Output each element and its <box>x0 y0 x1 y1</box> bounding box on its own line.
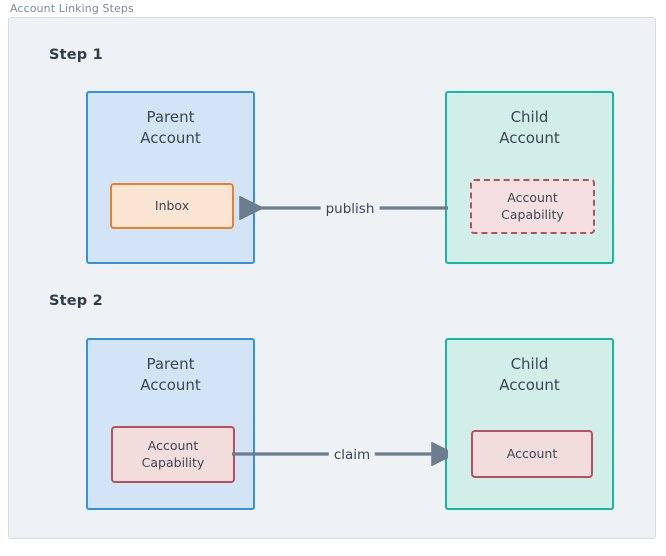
step-2-parent-account-title: Parent Account <box>140 355 201 395</box>
step-2-child-account-title: Child Account <box>499 355 560 395</box>
step-2-heading: Step 2 <box>49 293 103 309</box>
step-2-account-capability-box[interactable]: Account Capability <box>111 426 235 483</box>
step-1-account-capability-box[interactable]: Account Capability <box>470 179 595 234</box>
step-1-child-account-box[interactable]: Child Account Account Capability <box>445 91 614 264</box>
step-1-parent-account-title: Parent Account <box>140 108 201 148</box>
step-1-inbox-box[interactable]: Inbox <box>110 183 234 229</box>
publish-arrow-label: publish <box>320 201 380 217</box>
step-1-heading: Step 1 <box>49 47 103 63</box>
step-1-parent-account-box[interactable]: Parent Account Inbox <box>86 91 255 264</box>
claim-arrow-label: claim <box>328 447 376 463</box>
panel-title: Account Linking Steps <box>7 2 137 15</box>
step-2-parent-account-box[interactable]: Parent Account Account Capability <box>86 338 255 510</box>
step-2-child-account-box[interactable]: Child Account Account <box>445 338 614 510</box>
step-2-account-box[interactable]: Account <box>471 430 593 478</box>
step-1-child-account-title: Child Account <box>499 108 560 148</box>
